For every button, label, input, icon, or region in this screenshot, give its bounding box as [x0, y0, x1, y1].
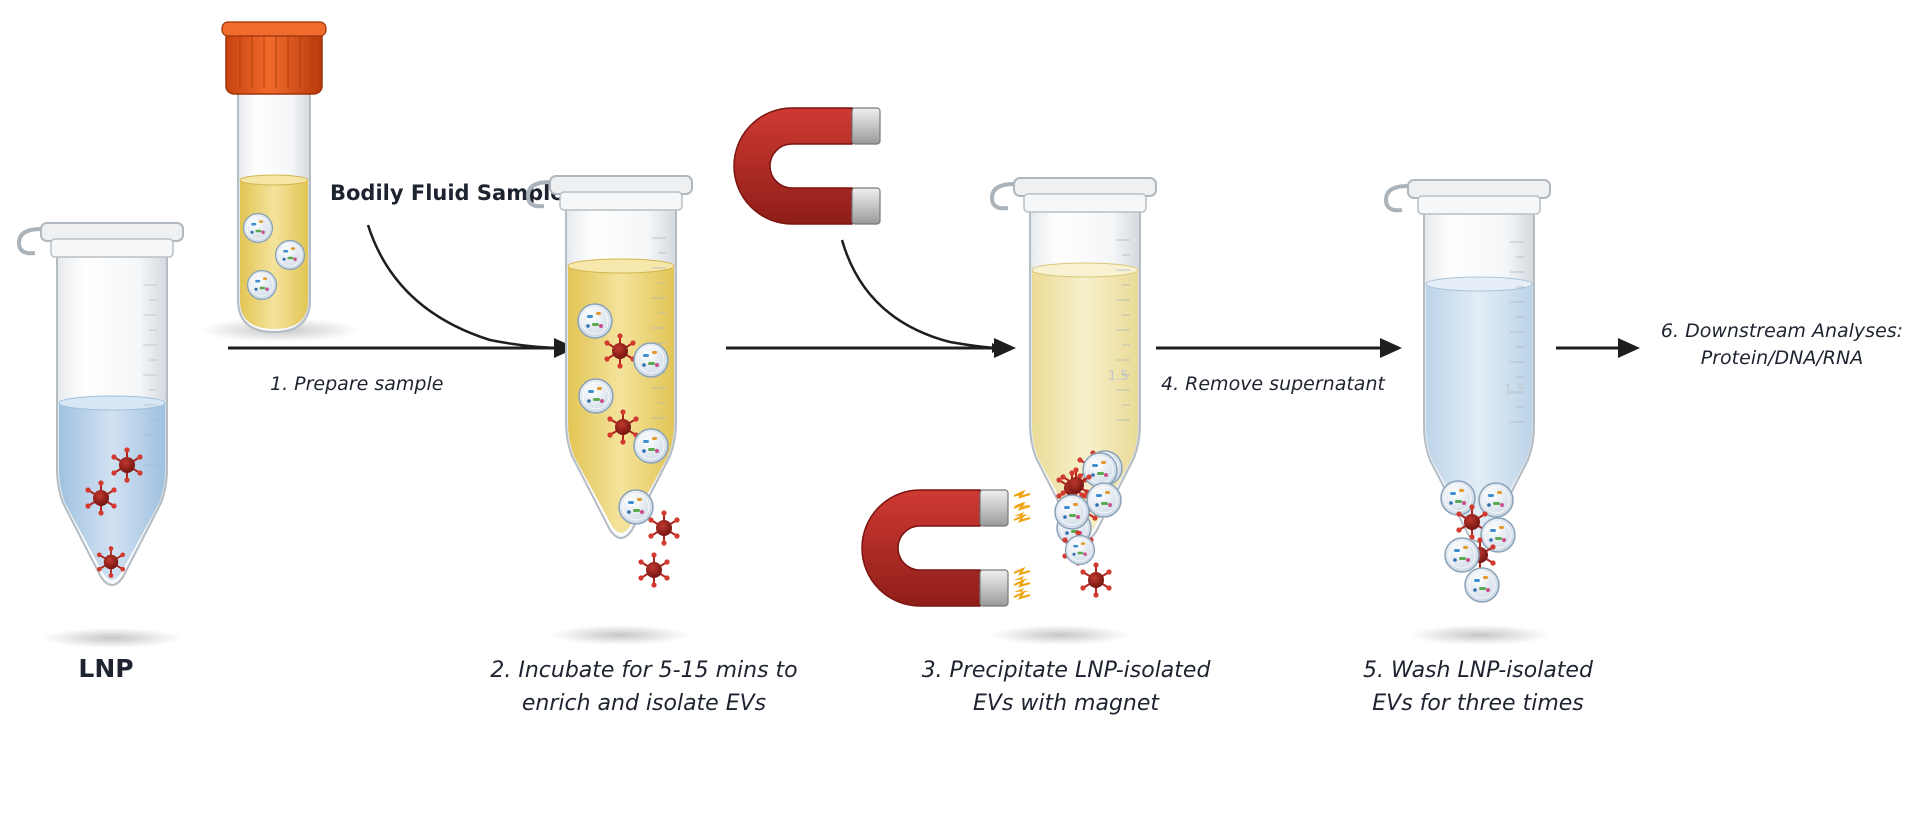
- magnet-icon: [733, 107, 881, 225]
- merge-arrow-icon: [366, 224, 567, 353]
- precipitate-tube: 1.5: [990, 176, 1158, 645]
- step3-label-line1: 3. Precipitate LNP-isolated: [922, 658, 1212, 683]
- step5-label-line1: 5. Wash LNP-isolated: [1363, 658, 1594, 683]
- step2-label-line2: enrich and isolate EVs: [522, 691, 766, 716]
- step3-label-line2: EVs with magnet: [973, 691, 1160, 716]
- step5-label-line2: EVs for three times: [1372, 691, 1584, 716]
- sample-tube-icon: [200, 21, 360, 342]
- step2-label-line1: 2. Incubate for 5-15 mins to: [490, 658, 797, 683]
- lnp-tube: [17, 221, 185, 648]
- step6-label-line1: 6. Downstream Analyses:: [1661, 320, 1903, 342]
- step6-label-line2: Protein/DNA/RNA: [1701, 347, 1863, 369]
- step1-label: 1. Prepare sample: [270, 373, 443, 395]
- incubate-tube: [526, 174, 694, 645]
- magnet-arrow-icon: [840, 239, 1002, 353]
- wash-tube: 1.5: [1384, 178, 1552, 645]
- tube-mark-label-2: 1.5: [1504, 383, 1525, 398]
- lnp-label: LNP: [78, 654, 133, 683]
- magnet-icon-2: [861, 489, 1009, 607]
- tube-mark-label: 1.5: [1108, 369, 1129, 384]
- step4-label: 4. Remove supernatant: [1161, 373, 1386, 395]
